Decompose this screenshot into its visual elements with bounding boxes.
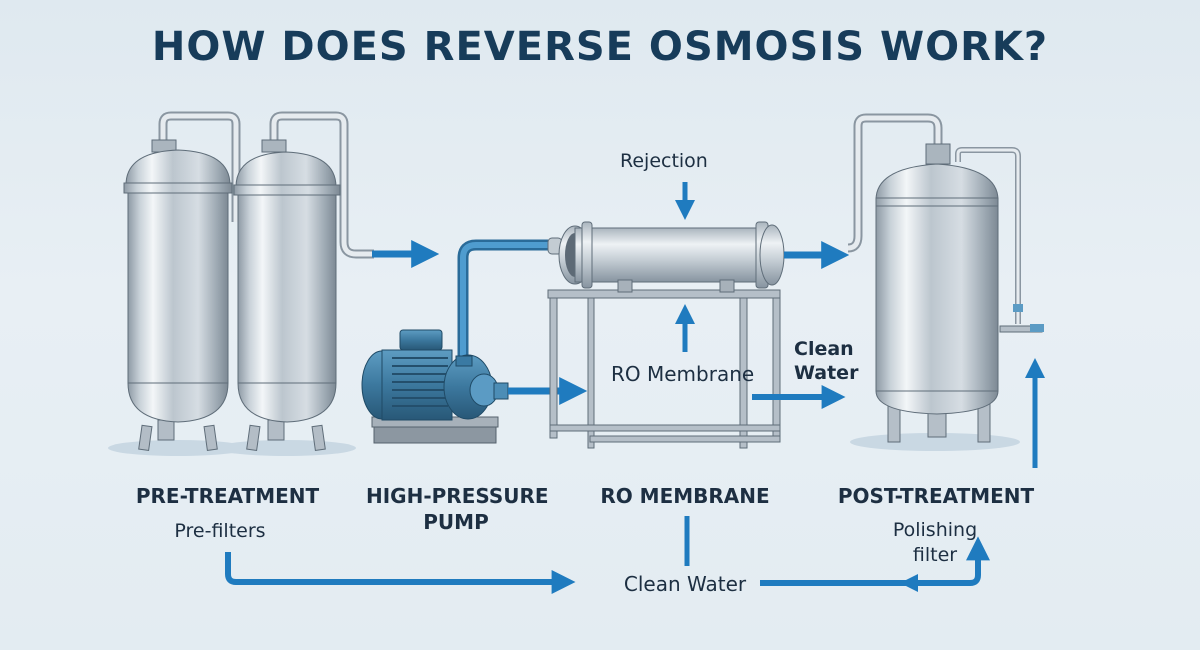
bottom-flow-arrow-left (225, 552, 576, 594)
pre-filter-tank-1 (123, 111, 241, 452)
ro-membrane-inline-label: RO Membrane (611, 362, 755, 386)
stage-sublabel-pre-filters: Pre-filters (174, 520, 266, 542)
post-treatment-tank (847, 113, 1044, 443)
stage-label-pump-line1: HIGH-PRESSURE (366, 484, 549, 508)
clean-water-label-line2: Water (794, 362, 859, 384)
stage-label-post-treatment: POST-TREATMENT (837, 484, 1035, 508)
ro-membrane-housing (547, 221, 785, 293)
stage-sublabel-polishing: Polishing (892, 519, 978, 541)
bottom-flow-arrow-right (760, 536, 990, 586)
membrane-stand (547, 289, 781, 449)
stage-sublabel-filter: filter (912, 544, 958, 566)
bottom-clean-water-label: Clean Water (623, 572, 747, 596)
shadow (216, 440, 356, 456)
bottom-flow-left-arrowhead (900, 574, 918, 592)
clean-water-label-line1: Clean (794, 338, 854, 360)
stage-label-ro-membrane: RO MEMBRANE (600, 484, 770, 508)
stage-label-pre-treatment: PRE-TREATMENT (135, 484, 320, 508)
high-pressure-pump (361, 239, 548, 444)
rejection-label: Rejection (620, 150, 708, 172)
stage-label-pump-line2: PUMP (423, 510, 489, 534)
page-title: HOW DOES REVERSE OSMOSIS WORK? (151, 24, 1049, 70)
pre-filter-tank-2 (233, 111, 374, 452)
